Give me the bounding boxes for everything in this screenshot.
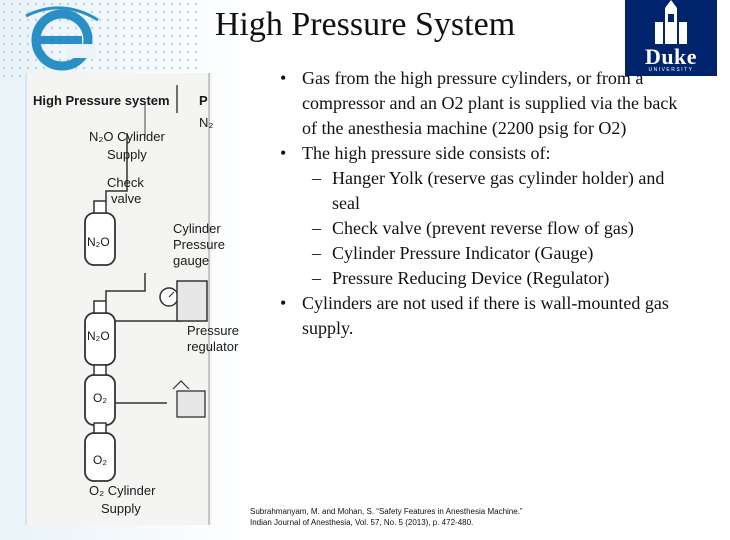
bullet-marker: • xyxy=(280,143,287,163)
label-check-valve-2: valve xyxy=(111,191,142,206)
label-cyl-3: O₂ xyxy=(93,391,107,405)
duke-wordmark: Duke xyxy=(644,44,698,69)
citation: Subrahmanyam, M. and Mohan, S. “Safety F… xyxy=(250,506,523,528)
diagram-heading-text: High Pressure system xyxy=(33,93,170,108)
label-cyl-1: N₂O xyxy=(87,235,110,249)
pressure-system-diagram: High Pressure system P N₂ N₂O Cylinder S… xyxy=(25,73,239,525)
sub-bullet-item: –Pressure Reducing Device (Regulator) xyxy=(276,266,696,291)
sub-bullet-marker: – xyxy=(312,168,321,188)
label-regulator-2: regulator xyxy=(187,339,239,354)
citation-line-1: Subrahmanyam, M. and Mohan, S. “Safety F… xyxy=(250,507,523,516)
citation-line-2: Indian Journal of Anesthesia, Vol. 57, N… xyxy=(250,518,474,527)
diagram-drawing xyxy=(84,73,210,525)
regulator-icon xyxy=(176,280,208,322)
bullet-marker: • xyxy=(280,293,287,313)
label-cyl-2: N₂O xyxy=(87,329,110,343)
sub-bullet-item: –Hanger Yolk (reserve gas cylinder holde… xyxy=(276,166,696,216)
label-gauge-3: gauge xyxy=(173,253,210,268)
label-n2o-supply-1: N₂O Cylinder xyxy=(89,129,165,144)
bullet-text: Cylinders are not used if there is wall-… xyxy=(302,293,669,338)
duke-university-label: UNIVERSITY xyxy=(648,67,694,73)
bullet-item: • Cylinders are not used if there is wall… xyxy=(276,291,696,341)
chapel-icon xyxy=(655,0,687,44)
label-check-valve-1: Check xyxy=(107,175,144,190)
diagram-heading-cut: P xyxy=(199,93,208,108)
sub-bullet-text: Check valve (prevent reverse flow of gas… xyxy=(332,218,634,238)
sub-bullet-marker: – xyxy=(312,243,321,263)
sub-bullet-marker: – xyxy=(312,268,321,288)
bullet-text: Gas from the high pressure cylinders, or… xyxy=(302,68,678,138)
sub-bullet-text: Cylinder Pressure Indicator (Gauge) xyxy=(332,243,594,263)
label-regulator-1: Pressure xyxy=(187,323,240,338)
sub-bullet-marker: – xyxy=(312,218,321,238)
sub-bullet-text: Pressure Reducing Device (Regulator) xyxy=(332,268,610,288)
sub-bullet-item: –Cylinder Pressure Indicator (Gauge) xyxy=(276,241,696,266)
bullet-item: • Gas from the high pressure cylinders, o… xyxy=(276,66,696,141)
duke-logo: Duke UNIVERSITY xyxy=(625,0,717,76)
label-cyl-4: O₂ xyxy=(93,453,107,467)
bullet-item: • The high pressure side consists of: xyxy=(276,141,696,166)
label-o2-supply-1: O₂ Cylinder xyxy=(89,483,156,498)
bullet-text: The high pressure side consists of: xyxy=(302,143,551,163)
e-logo-icon xyxy=(25,6,99,71)
label-n2o-supply-2: Supply xyxy=(107,147,147,162)
bullet-list: • Gas from the high pressure cylinders, o… xyxy=(276,66,696,341)
sub-bullet-text: Hanger Yolk (reserve gas cylinder holder… xyxy=(332,168,665,213)
diagram-heading: High Pressure system xyxy=(33,93,170,108)
label-o2-supply-2: Supply xyxy=(101,501,141,516)
page-title: High Pressure System xyxy=(214,6,516,43)
sub-bullet-item: –Check valve (prevent reverse flow of ga… xyxy=(276,216,696,241)
label-gauge-2: Pressure xyxy=(173,237,226,252)
label-gauge-1: Cylinder xyxy=(173,221,221,236)
label-cut-n2: N₂ xyxy=(199,115,214,130)
bullet-marker: • xyxy=(280,68,287,88)
